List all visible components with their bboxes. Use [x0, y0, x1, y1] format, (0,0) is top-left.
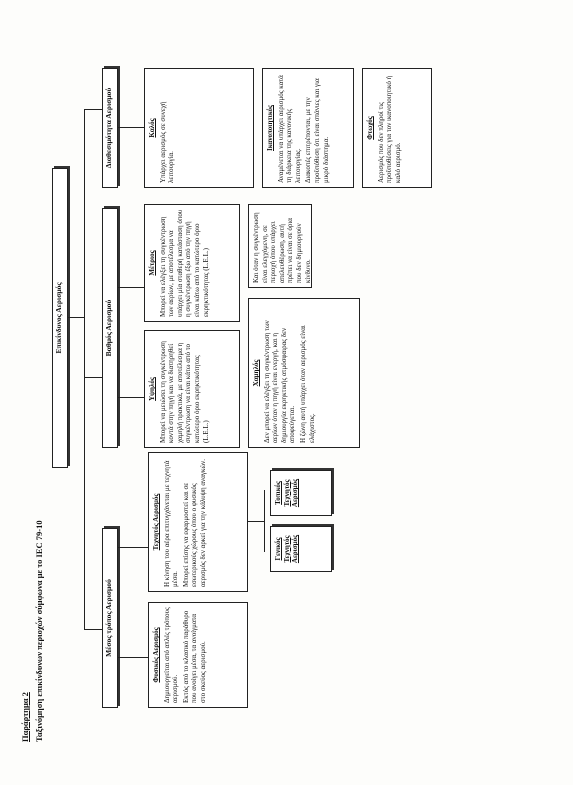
box-text: Η κίνηση του αέρα επιτυγχάνεται με τεχνη…	[162, 460, 180, 587]
box-title: Καλός	[148, 118, 156, 138]
box-text: Υπάρχει αερισμός σε συνεχή λειτουργία.	[158, 101, 176, 183]
connector	[68, 316, 84, 318]
connector	[264, 490, 266, 552]
column-header-ventilation-availability: Διαθεσιμότητα Αερισμού	[102, 68, 118, 188]
box-general-artificial: Γενικός Τεχνητός Αερισμός	[270, 526, 332, 572]
column-header-label: Μέσος τρόπος Αερισμού	[104, 579, 113, 657]
column-header-ventilation-type: Μέσος τρόπος Αερισμού	[102, 528, 118, 708]
box-text: Μπορεί επίσης να εφαρμοστεί και σε εσωτε…	[181, 459, 207, 587]
column-header-label: Βαθμός Αερισμού	[104, 299, 113, 357]
connector	[118, 396, 144, 398]
box-title: Φυσικός Αερισμός	[152, 627, 160, 683]
connector	[84, 376, 102, 378]
box-medium-degree-note: Και όταν η συγκέντρωση είναι ελεγχόμενη,…	[248, 204, 312, 288]
connector	[84, 108, 102, 110]
box-title: Υψηλός	[148, 377, 156, 401]
column-header-ventilation-degree: Βαθμός Αερισμού	[102, 208, 118, 448]
document-title: Ταξινόμηση επικίνδυνων περιοχών σύμφωνα …	[34, 520, 44, 742]
box-text: Δημιουργείται από απλές τρόπους αερισμού…	[162, 607, 180, 703]
box-title: Τεχνητός Αερισμός	[152, 493, 160, 551]
box-poor-availability: Φτωχός Αερισμός που δεν πληροί τις προϋπ…	[362, 68, 432, 188]
root-box: Επικίνδυνος Αερισμός	[52, 168, 68, 468]
box-text: Μπορεί να ελέγξει τη συγκέντρωση των αερ…	[158, 209, 210, 317]
box-title: Χαμηλός	[252, 359, 260, 387]
box-good-availability: Καλός Υπάρχει αερισμός σε συνεχή λειτουρ…	[144, 68, 254, 188]
connector	[118, 126, 144, 128]
annex-label: Παράρτημα 2	[20, 692, 30, 742]
connector	[118, 286, 144, 288]
box-text: Αερισμός που δεν πληροί τις προϋποθέσεις…	[376, 75, 402, 183]
box-high-degree: Υψηλός Μπορεί να μειώσει τη συγκέντρωση …	[144, 330, 240, 448]
root-label: Επικίνδυνος Αερισμός	[54, 282, 63, 354]
box-text: Μπορεί να μειώσει τη συγκέντρωση κοντά σ…	[158, 341, 210, 443]
box-low-degree: Χαμηλός Δεν μπορεί να ελέγξει τη συγκέντ…	[248, 298, 360, 448]
box-text: Διακοπές επιτρέπονται, με την προϋπόθεση…	[304, 78, 330, 183]
connector	[248, 520, 264, 522]
box-text: Και όταν η συγκέντρωση είναι ελεγχόμενη,…	[252, 212, 312, 283]
connector	[118, 656, 148, 658]
box-title: Τοπικός Τεχνητός Αερισμός	[274, 478, 300, 508]
box-text: Δεν μπορεί να ελέγξει τη συγκέντρωση των…	[262, 320, 297, 443]
box-title: Μέτριος	[148, 250, 156, 276]
connector	[84, 628, 102, 630]
box-title: Ικανοποιητικός	[266, 105, 274, 151]
box-local-artificial: Τοπικός Τεχνητός Αερισμός	[270, 470, 332, 516]
box-text: Εκτός από το κλασικό παράθυρο που ανοίγε…	[181, 610, 207, 703]
rotated-diagram: Παράρτημα 2 Ταξινόμηση επικίνδυνων περιο…	[14, 58, 562, 748]
box-artificial-ventilation: Τεχνητός Αερισμός Η κίνηση του αέρα επιτ…	[148, 452, 248, 592]
box-medium-degree: Μέτριος Μπορεί να ελέγξει τη συγκέντρωση…	[144, 204, 240, 322]
box-text: Η ζώνη αυτή υπάρχει όταν αερισμός είναι …	[298, 325, 316, 443]
box-fair-availability: Ικανοποιητικός Αναμένεται να υπάρχει αερ…	[262, 68, 354, 188]
column-header-label: Διαθεσιμότητα Αερισμού	[104, 87, 113, 169]
connector	[84, 110, 86, 630]
box-title: Γενικός Τεχνητός Αερισμός	[274, 534, 300, 564]
connector	[118, 546, 148, 548]
box-natural-ventilation: Φυσικός Αερισμός Δημιουργείται από απλές…	[148, 602, 248, 708]
box-title: Φτωχός	[366, 116, 374, 140]
box-text: Αναμένεται να υπάρχει αερισμός κατά τη δ…	[276, 75, 302, 183]
